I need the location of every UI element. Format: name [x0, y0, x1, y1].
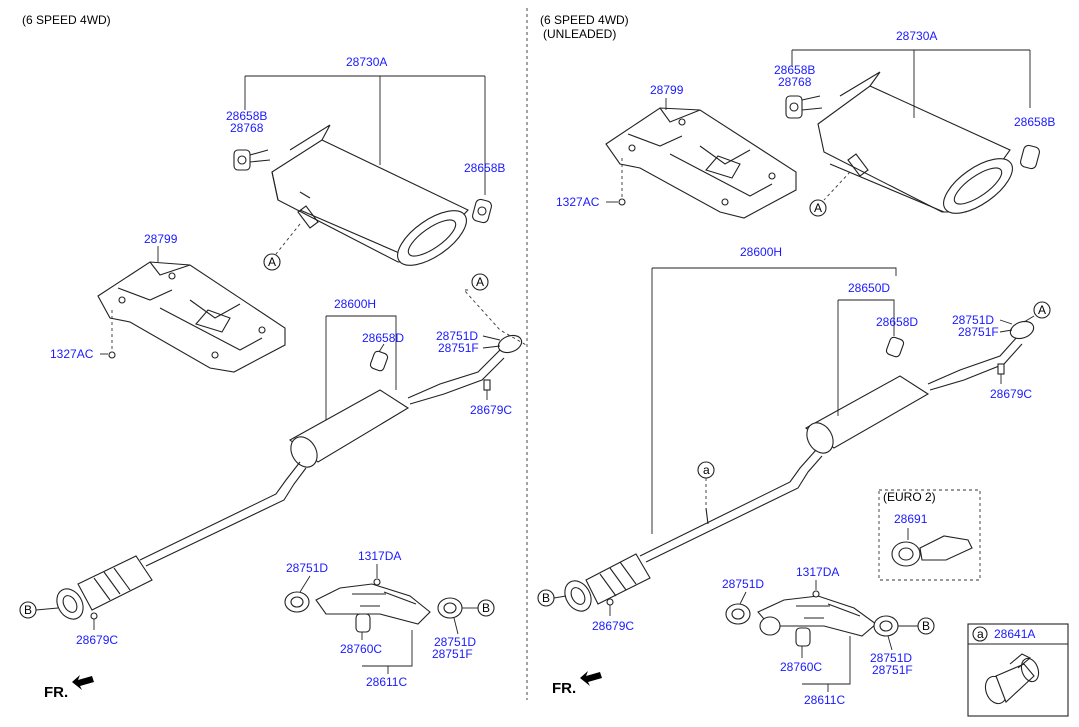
center-hanger-rubber	[369, 350, 389, 372]
left-section: (6 SPEED 4WD) 28730A 28658B 28768 28658B…	[19, 13, 529, 701]
ref-b-right: B	[482, 601, 490, 615]
label-28751D-right-top: 28751D	[952, 313, 994, 327]
center-hanger-rubber-right	[885, 336, 905, 358]
label-28751D-manifold-left: 28751D	[286, 561, 328, 575]
label-28679C-right: 28679C	[990, 387, 1032, 401]
clamp-ref-circle	[972, 626, 988, 642]
heat-protector	[97, 261, 286, 373]
label-28650D-right: 28650D	[848, 281, 890, 295]
hanger-rubber-left-top	[233, 149, 271, 171]
label-28751D-left-top: 28751D	[436, 329, 478, 343]
label-28679C-front-right: 28679C	[592, 619, 634, 633]
label-28611C-left: 28611C	[366, 675, 407, 689]
label-1317DA-left: 1317DA	[358, 549, 401, 563]
label-28751D-manifold-right: 28751D	[434, 635, 476, 649]
label-28760C-right: 28760C	[780, 660, 822, 674]
label-28658D-right: 28658D	[876, 315, 918, 329]
ref-a-top-right: A	[814, 201, 822, 215]
euro2-title: (EURO 2)	[883, 490, 936, 504]
catalytic-manifold-right	[725, 590, 899, 647]
ref-circle-a-pipe-right	[1033, 301, 1051, 319]
sensor-plug-right	[997, 363, 1005, 375]
label-28751F-manifold-right-right: 28751F	[872, 663, 913, 677]
label-1327AC-right: 1327AC	[556, 195, 600, 209]
label-28658B-left: 28658B	[226, 109, 267, 123]
label-28751D-manifold-right-right: 28751D	[870, 651, 912, 665]
label-28658B-right-right: 28658B	[1014, 115, 1055, 129]
label-28730A-left: 28730A	[346, 55, 387, 69]
label-28600H-left: 28600H	[334, 297, 376, 311]
ref-b-left-right: B	[542, 591, 550, 605]
label-28691: 28691	[894, 512, 928, 526]
hanger-rubber-right-top-right	[1019, 144, 1041, 170]
clamp-part	[984, 653, 1040, 705]
right-header-line2: (UNLEADED)	[543, 27, 616, 41]
clamp-ref: a	[977, 627, 984, 641]
rear-muffler	[271, 124, 469, 266]
label-28730A-right: 28730A	[896, 29, 937, 43]
catalytic-manifold-left	[284, 578, 463, 633]
ref-a-pipe-right: A	[1038, 303, 1046, 317]
ref-circle-b-right	[477, 599, 495, 617]
label-28611C-right: 28611C	[804, 693, 845, 707]
ref-a-top-left: A	[268, 255, 276, 269]
label-28751F-left-top: 28751F	[438, 341, 479, 355]
euro2-box	[878, 489, 981, 581]
label-28751F-manifold-right: 28751F	[432, 647, 473, 661]
label-28658B-right: 28658B	[464, 161, 505, 175]
front-arrow-icon-right	[580, 671, 602, 686]
ref-a-pipe-left: A	[476, 275, 484, 289]
ref-circle-b-right-right	[917, 617, 935, 635]
ref-circle-a-pipe-left	[471, 273, 489, 291]
hanger-rubber-right-top	[471, 198, 493, 224]
center-muffler-pipe	[56, 334, 523, 620]
front-direction-label-right: FR.	[552, 680, 576, 697]
ref-b-right-right: B	[922, 619, 930, 633]
label-28641A: 28641A	[994, 627, 1035, 641]
center-muffler-pipe-right	[564, 320, 1035, 612]
label-28751F-right-top: 28751F	[958, 325, 999, 339]
ref-b-left: B	[24, 603, 32, 617]
sensor-plug-left	[483, 379, 491, 391]
label-28679C-left: 28679C	[470, 403, 512, 417]
ref-circle-a-top-right	[809, 199, 827, 217]
label-28658D-left: 28658D	[362, 331, 404, 345]
right-header-line1: (6 SPEED 4WD)	[540, 13, 629, 27]
euro2-part	[891, 535, 973, 567]
ref-a-small: a	[703, 463, 710, 477]
front-direction-label-left: FR.	[44, 684, 68, 701]
label-1327AC-left: 1327AC	[50, 347, 94, 361]
ref-circle-a-top-left	[263, 253, 281, 271]
label-28768-left: 28768	[230, 121, 264, 135]
label-28600H-right: 28600H	[740, 245, 782, 259]
clamp-box	[967, 623, 1069, 717]
label-28799-right: 28799	[650, 83, 684, 97]
front-arrow-icon-left	[72, 675, 94, 690]
label-28679C-front-left: 28679C	[76, 633, 118, 647]
label-28658B-right-left: 28658B	[774, 63, 815, 77]
label-28799-left: 28799	[144, 232, 178, 246]
rear-muffler-right	[817, 71, 1013, 214]
label-1317DA-right: 1317DA	[796, 565, 839, 579]
heat-protector-right	[605, 107, 797, 219]
label-28751D-manifold-left-right: 28751D	[722, 577, 764, 591]
right-section: (6 SPEED 4WD) (UNLEADED) 28730A 28658B 2…	[537, 13, 1069, 717]
left-header: (6 SPEED 4WD)	[22, 13, 111, 27]
label-28760C-left: 28760C	[340, 642, 382, 656]
label-28768-right: 28768	[778, 75, 812, 89]
hanger-rubber-left-top-right	[785, 95, 803, 119]
